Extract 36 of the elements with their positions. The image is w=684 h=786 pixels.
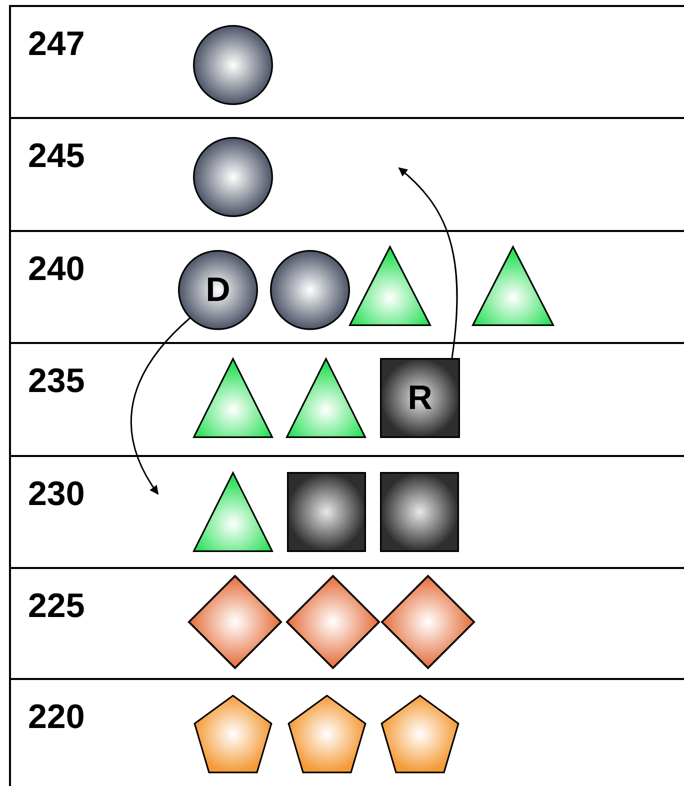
row-label: 220 (28, 698, 85, 736)
row-label: 230 (28, 475, 85, 513)
symbol-letter: D (204, 272, 232, 308)
table-row (9, 117, 684, 230)
pentagon-symbol (193, 694, 273, 774)
table-row (9, 678, 684, 786)
row-label: 247 (28, 25, 85, 63)
diamond-symbol (286, 575, 380, 669)
pentagon-symbol (287, 694, 367, 774)
row-label: 235 (28, 362, 85, 400)
circle-symbol (178, 250, 258, 330)
triangle-symbol (193, 472, 273, 552)
triangle-symbol (193, 358, 273, 438)
diamond-symbol (381, 575, 475, 669)
row-label: 245 (28, 137, 85, 175)
symbol-letter: R (406, 380, 434, 416)
triangle-symbol (472, 246, 554, 326)
row-label: 240 (28, 250, 85, 288)
diamond-symbol (188, 575, 282, 669)
arrow (130, 317, 191, 495)
pentagon-symbol (380, 694, 460, 774)
circle-symbol (270, 250, 350, 330)
row-label: 225 (28, 587, 85, 625)
triangle-symbol (286, 358, 366, 438)
circle-symbol (193, 25, 273, 105)
square-symbol (380, 358, 460, 438)
table-row (9, 567, 684, 678)
table-row (9, 5, 684, 117)
arrow (398, 167, 458, 358)
triangle-symbol (349, 246, 431, 326)
table-row (9, 455, 684, 567)
square-symbol (287, 472, 366, 552)
table-row (9, 230, 684, 342)
square-symbol (380, 472, 459, 552)
table-row (9, 342, 684, 455)
circle-symbol (193, 137, 273, 217)
